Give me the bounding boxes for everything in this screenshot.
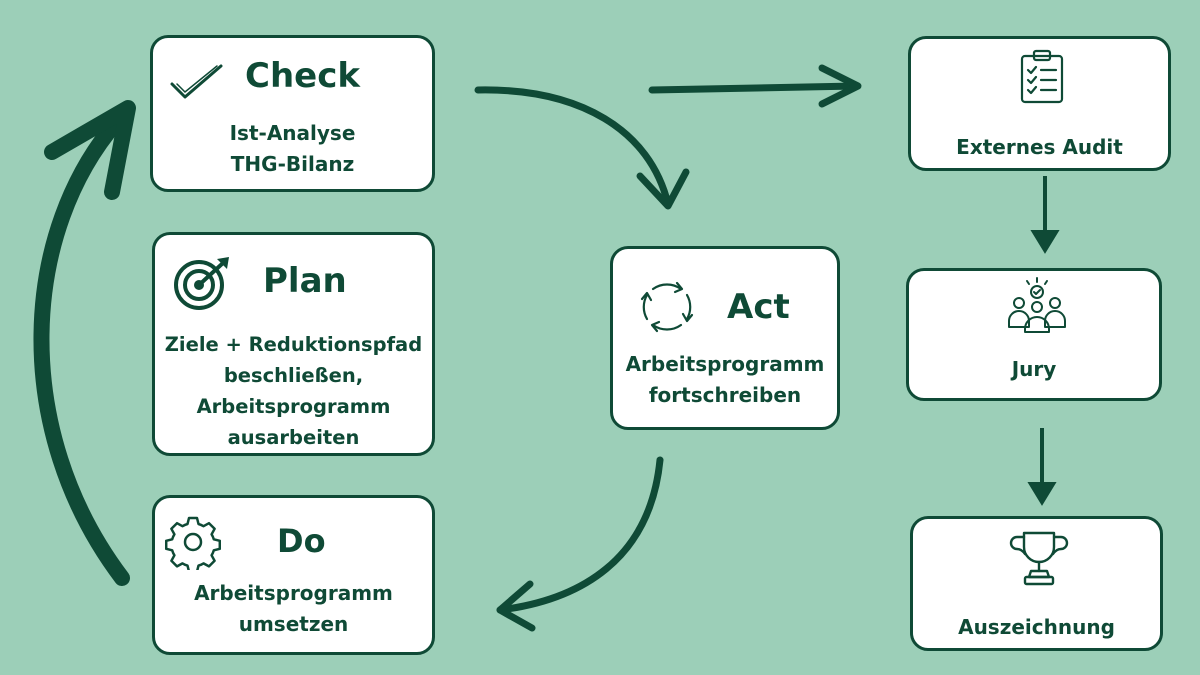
arrow-check-to-act-head <box>636 168 690 210</box>
arrow-jury-to-award-head <box>1027 482 1057 506</box>
do-box: Do Arbeitsprogramm umsetzen <box>152 495 435 655</box>
audit-label: Externes Audit <box>956 135 1123 159</box>
do-line: Arbeitsprogramm <box>194 581 393 605</box>
cycle-icon <box>640 281 694 333</box>
arrow-do-to-check <box>33 110 130 586</box>
plan-line: beschließen, <box>223 364 364 387</box>
arrow-act-to-do-head <box>496 580 536 632</box>
jury-box: Jury <box>906 268 1162 401</box>
check-text: Ist-Analyse THG-Bilanz <box>153 118 432 180</box>
award-label: Auszeichnung <box>958 615 1115 639</box>
arrow-to-audit-head <box>818 64 862 108</box>
gear-icon <box>165 516 221 570</box>
audit-box: Externes Audit <box>908 36 1171 171</box>
plan-line: Arbeitsprogramm <box>196 395 391 418</box>
plan-text: Ziele + Reduktionspfad beschließen, Arbe… <box>155 329 432 453</box>
jury-group-icon <box>1008 277 1066 333</box>
plan-line: ausarbeiten <box>227 426 360 449</box>
clipboard-checklist-icon <box>1020 49 1064 104</box>
award-box: Auszeichnung <box>910 516 1163 651</box>
arrow-check-to-act <box>474 86 672 208</box>
target-icon <box>174 257 229 310</box>
do-title: Do <box>277 522 326 560</box>
checkmark-icon <box>170 64 223 99</box>
act-box: Act Arbeitsprogramm fortschreiben <box>610 246 840 430</box>
act-line: fortschreiben <box>648 383 802 407</box>
arrow-act-to-do <box>496 456 664 614</box>
act-title: Act <box>727 287 790 327</box>
jury-label: Jury <box>1011 357 1057 381</box>
plan-box: Plan Ziele + Reduktionspfad beschließen,… <box>152 232 435 456</box>
check-line: THG-Bilanz <box>230 152 355 176</box>
plan-line: Ziele + Reduktionspfad <box>164 333 423 356</box>
act-line: Arbeitsprogramm <box>625 352 825 376</box>
arrow-to-audit <box>648 82 860 94</box>
check-title: Check <box>245 56 360 96</box>
trophy-icon <box>1009 531 1069 586</box>
do-text: Arbeitsprogramm umsetzen <box>155 578 432 640</box>
arrow-audit-to-jury-head <box>1030 230 1060 254</box>
act-text: Arbeitsprogramm fortschreiben <box>613 349 837 411</box>
arrow-do-to-check-head <box>44 100 136 200</box>
plan-title: Plan <box>263 261 347 301</box>
check-box: Check Ist-Analyse THG-Bilanz <box>150 35 435 192</box>
do-line: umsetzen <box>238 612 349 636</box>
check-line: Ist-Analyse <box>229 121 356 145</box>
